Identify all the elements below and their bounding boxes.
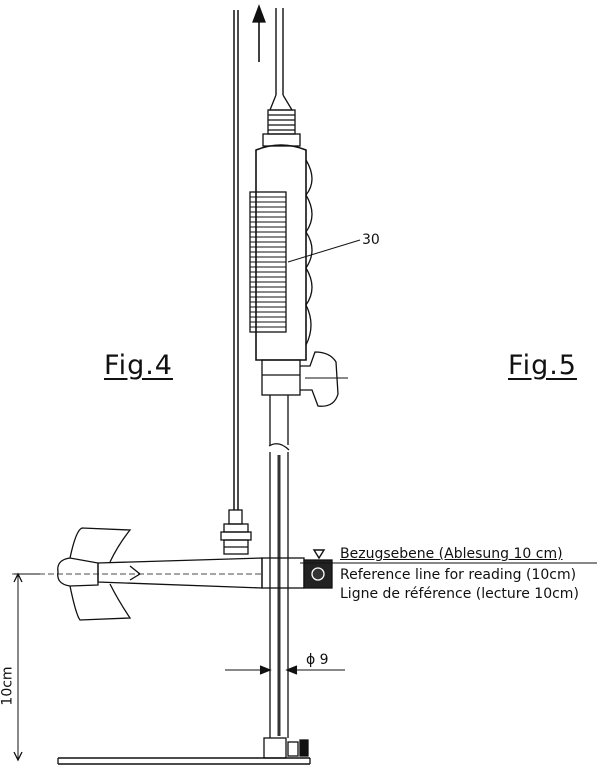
antenna-rod bbox=[233, 10, 239, 510]
probe-shaft bbox=[262, 8, 301, 147]
handle-body bbox=[249, 144, 313, 361]
stand-pillar bbox=[268, 395, 290, 738]
height-dimension-label: 10cm bbox=[0, 666, 16, 706]
stand-base bbox=[57, 737, 311, 765]
handle-grip-ribs bbox=[250, 196, 286, 328]
antenna-connector bbox=[220, 509, 252, 555]
reference-label-english: Reference line for reading (10cm) bbox=[340, 567, 577, 583]
down-triangle-icon bbox=[312, 549, 326, 560]
handle-collar bbox=[261, 351, 348, 407]
fig5-label: Fig.5 bbox=[508, 350, 577, 381]
reference-label-german: Bezugsebene (Ablesung 10 cm) bbox=[340, 546, 563, 562]
diameter-dimension bbox=[225, 665, 345, 675]
fig4-label: Fig.4 bbox=[104, 350, 173, 381]
up-arrow-icon bbox=[252, 4, 266, 62]
part-number-label: 30 bbox=[362, 232, 380, 248]
diameter-label: ϕ 9 bbox=[306, 652, 329, 668]
reference-label-french: Ligne de référence (lecture 10cm) bbox=[340, 586, 579, 602]
part-leader-line bbox=[287, 239, 361, 263]
height-dimension-line bbox=[12, 572, 262, 762]
